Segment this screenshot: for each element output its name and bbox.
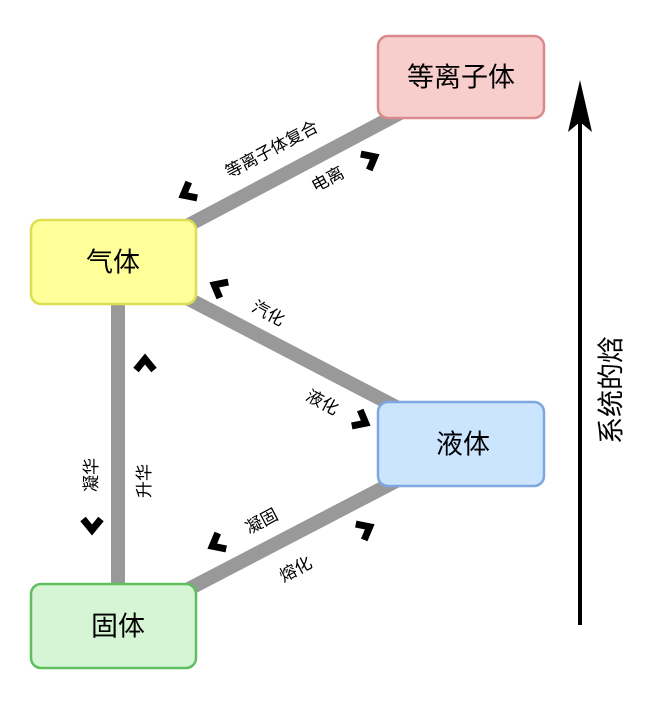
edge-gas-liquid [179,289,402,415]
state-solid: 固体 [29,582,198,670]
enthalpy-axis-label: 系统的焓 [597,336,628,444]
chevron-left-icon [209,278,229,300]
chevron-left-icon [178,180,198,202]
chevron-right-icon [351,408,371,430]
chevron-right-icon [360,150,380,172]
label-ionization: 电离 [308,163,347,197]
state-plasma-label: 等离子体 [407,63,515,94]
label-freezing: 凝固 [242,505,281,539]
arrow-up-icon [568,80,592,132]
label-sublimation: 升华 [135,464,155,498]
state-liquid: 液体 [376,400,546,488]
state-plasma: 等离子体 [376,34,546,120]
label-melting: 熔化 [276,553,315,587]
chevron-up-icon [133,353,157,373]
chevron-down-icon [80,516,104,536]
chevron-left-icon [207,531,227,553]
chevron-right-icon [355,520,375,542]
edge-plasma-gas [179,105,406,235]
state-solid-label: 固体 [91,612,145,643]
state-liquid-label: 液体 [436,430,490,461]
state-gas: 气体 [29,218,198,306]
label-deposition: 凝华 [82,458,102,492]
state-gas-label: 气体 [86,248,140,279]
edge-solid-liquid [179,473,402,599]
label-condensation: 液化 [302,386,341,420]
